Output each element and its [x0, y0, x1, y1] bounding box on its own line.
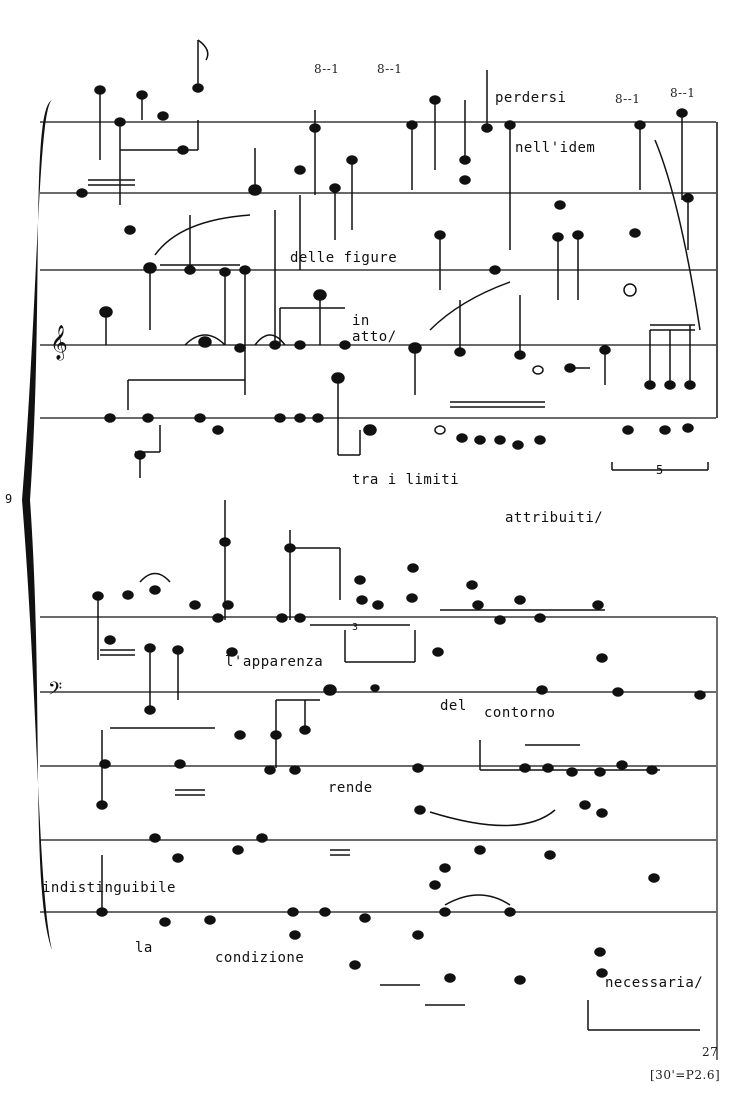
tuplet-5-label: 5: [656, 463, 663, 477]
timing-mark: [30'=P2.6]: [650, 1068, 721, 1082]
text-attribuiti: attribuiti/: [505, 510, 604, 526]
treble-clef-icon: 𝄞: [50, 325, 68, 361]
text-nell-idem: nell'idem: [515, 140, 596, 156]
tuplet-3-label: 3: [352, 622, 358, 633]
lower-staff: [40, 616, 716, 913]
text-tra-i-limiti: tra i limiti: [352, 472, 460, 488]
system-brace: [22, 100, 52, 950]
text-condizione: condizione: [215, 950, 305, 966]
lower-notation: [92, 500, 706, 1031]
page-mark: 27: [702, 1045, 719, 1059]
system-number: 9: [5, 492, 13, 506]
text-contorno: contorno: [484, 705, 556, 721]
octave-marking-1: 8--1: [314, 62, 340, 76]
text-rende: rende: [328, 780, 373, 796]
octave-marking-4: 8--1: [670, 86, 696, 100]
text-apparenza: l'apparenza: [225, 654, 324, 670]
text-delle-figure: delle figure: [290, 250, 398, 266]
text-necessaria: necessaria/: [605, 975, 704, 991]
text-atto: atto/: [352, 329, 397, 345]
text-indistinguibile: indistinguibile: [42, 880, 176, 896]
text-la: la: [135, 940, 153, 956]
bass-clef-icon: 𝄢: [48, 679, 62, 704]
text-perdersi: perdersi: [495, 90, 567, 106]
text-in: in: [352, 313, 370, 329]
upper-notation: [76, 39, 709, 478]
text-del: del: [440, 698, 467, 714]
upper-staff: [40, 121, 716, 419]
octave-marking-2: 8--1: [377, 62, 403, 76]
octave-marking-3: 8--1: [615, 92, 641, 106]
